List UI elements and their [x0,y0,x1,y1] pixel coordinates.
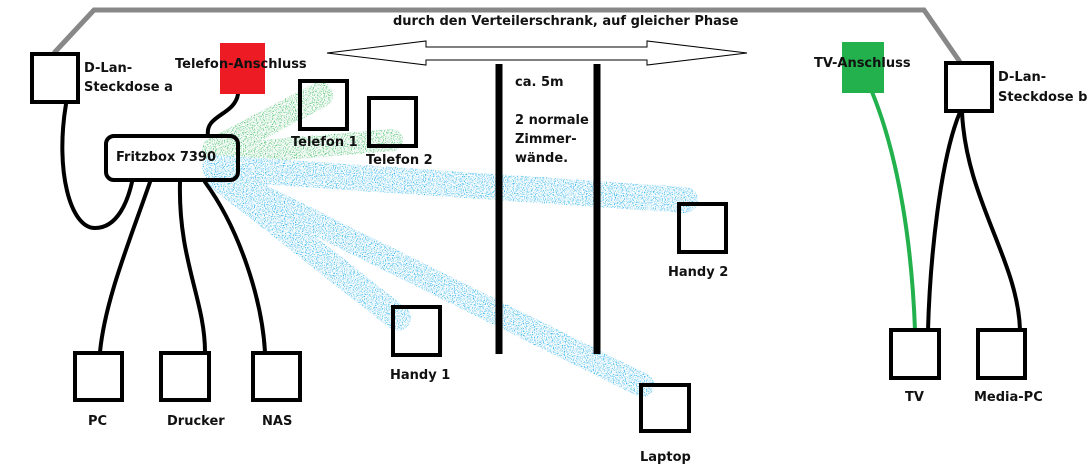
telefon1-label: Telefon 1 [291,135,358,150]
telefon1-box [298,79,349,131]
tv-anschluss-box [842,42,884,93]
fritzbox-box [104,134,240,182]
drucker-label: Drucker [167,414,225,429]
handy1-label: Handy 1 [390,368,451,383]
cable-dlan-a-fritzbox [60,102,134,231]
media-pc-label: Media-PC [974,390,1043,405]
walls-label-2: Zimmer- [515,132,577,147]
tv-label: TV [905,390,924,405]
tv-box [889,328,941,380]
laptop-box [639,383,691,433]
cable-dlan-b-media-pc [960,110,1022,332]
powerline-link [52,7,963,64]
double-arrow [326,40,748,66]
laptop-label: Laptop [640,450,691,465]
telefon2-box [367,96,418,148]
wifi-link-laptop [213,166,654,397]
telefon-anschluss-box [220,43,265,94]
title-label: durch den Verteilerschrank, auf gleicher… [393,14,739,29]
drucker-box [159,351,211,402]
telefon-anschluss-label: Telefon-Anschluss [175,57,307,72]
dlan-b-label-1: D-Lan- [998,70,1047,85]
handy2-label: Handy 2 [668,265,729,280]
walls-label-3: wände. [515,151,569,166]
pc-label: PC [88,414,108,429]
distance-label: ca. 5m [515,75,564,90]
cable-pc [98,180,152,354]
handy1-box [391,305,442,357]
nas-label: NAS [262,414,293,429]
telefon2-label: Telefon 2 [366,153,433,168]
walls-label-1: 2 normale [515,113,589,128]
fritzbox-label: Fritzbox 7390 [116,150,217,165]
dlan-b-box [944,61,994,113]
dlan-a-box [30,52,80,104]
media-pc-box [976,328,1027,380]
cable-tv [870,91,917,331]
tv-anschluss-label: TV-Anschluss [814,56,911,71]
cable-dlan-b-tv [926,110,962,332]
dlan-a-label-2: Steckdose a [84,80,173,95]
cable-nas [203,180,267,354]
nas-box [251,351,302,402]
handy2-box [677,202,728,254]
cable-drucker [177,180,207,354]
wifi-link-handy2 [202,155,698,213]
pc-box [73,351,124,402]
cable-telefon-fritzbox [205,92,240,137]
dlan-b-label-2: Steckdose b [998,90,1088,105]
dlan-a-label-1: D-Lan- [84,61,133,76]
dect-link-telefon2 [204,129,403,166]
